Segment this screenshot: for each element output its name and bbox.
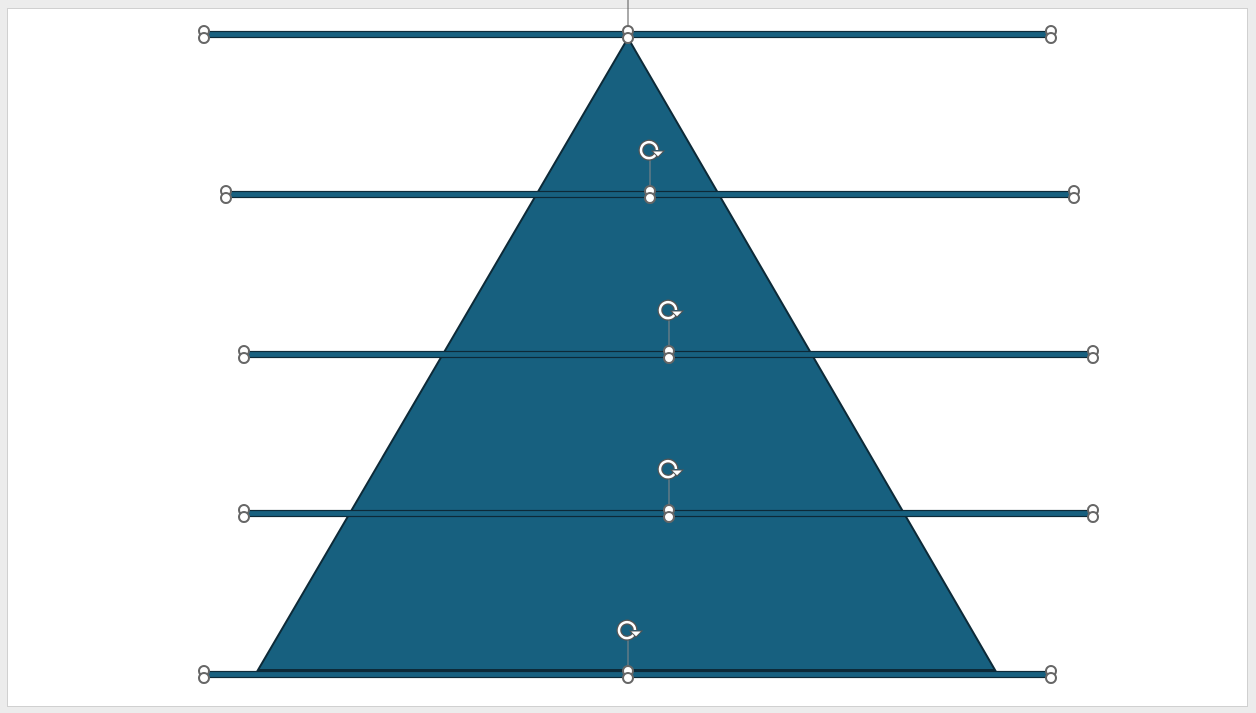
horizontal-line-5[interactable] — [198, 619, 1057, 684]
horizontal-line-1[interactable] — [198, 0, 1057, 44]
endpoint-handle[interactable] — [238, 352, 250, 364]
endpoint-handle[interactable] — [198, 32, 210, 44]
midpoint-handle[interactable] — [663, 352, 675, 364]
rotate-icon[interactable] — [657, 299, 685, 321]
midpoint-handle[interactable] — [622, 32, 634, 44]
midpoint-handle[interactable] — [622, 672, 634, 684]
endpoint-handle[interactable] — [1045, 672, 1057, 684]
rotate-icon[interactable] — [657, 458, 685, 480]
rotate-icon[interactable] — [616, 619, 644, 641]
rotate-icon[interactable] — [638, 139, 666, 161]
endpoint-handle[interactable] — [1045, 32, 1057, 44]
endpoint-handle[interactable] — [1087, 352, 1099, 364]
horizontal-line-3[interactable] — [238, 299, 1099, 364]
endpoint-handle[interactable] — [1087, 511, 1099, 523]
endpoint-handle[interactable] — [198, 672, 210, 684]
endpoint-handle[interactable] — [238, 511, 250, 523]
endpoint-handle[interactable] — [1068, 192, 1080, 204]
horizontal-line-4[interactable] — [238, 458, 1099, 523]
midpoint-handle[interactable] — [644, 192, 656, 204]
horizontal-line-2[interactable] — [220, 139, 1080, 204]
midpoint-handle[interactable] — [663, 511, 675, 523]
endpoint-handle[interactable] — [220, 192, 232, 204]
